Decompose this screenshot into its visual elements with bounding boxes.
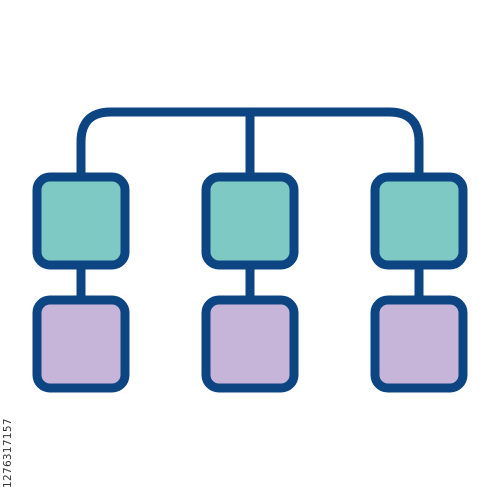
node-boxes [32,172,468,393]
top-node-3 [370,172,468,270]
connector-lines [76,107,424,300]
bottom-node-2 [201,295,299,393]
top-node-2 [201,172,299,270]
bottom-node-3 [370,295,468,393]
stock-id-watermark: 1276317157 [2,418,14,488]
top-node-1 [32,172,130,270]
bottom-node-1 [32,295,130,393]
